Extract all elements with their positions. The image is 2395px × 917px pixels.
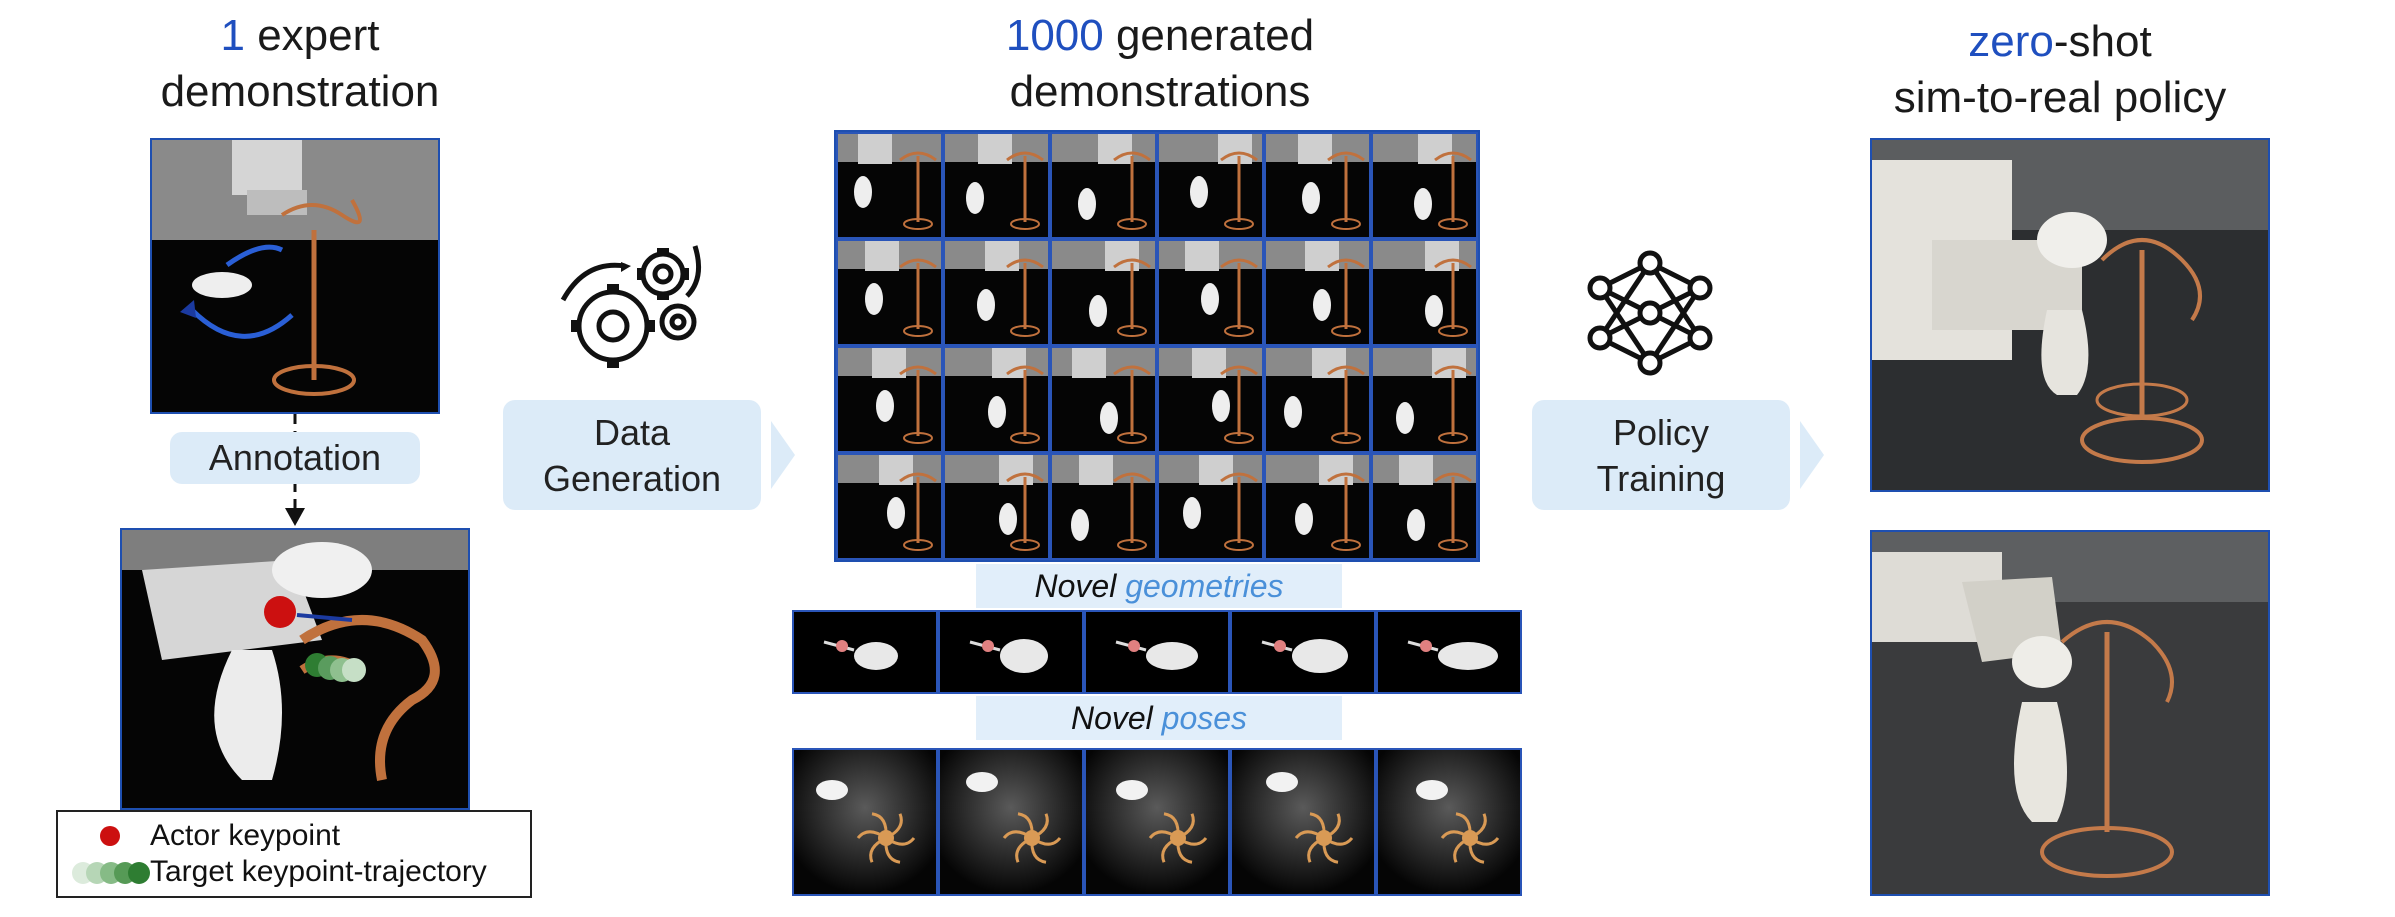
demo-thumbnail: [943, 239, 1050, 346]
policy-training-line2: Training: [1596, 458, 1726, 499]
policy-title-line2: sim-to-real policy: [1893, 73, 2227, 122]
annotation-label: Annotation: [170, 432, 420, 484]
demo-thumbnail: [836, 132, 943, 239]
legend: Actor keypoint Target keypoint-trajector…: [56, 810, 532, 898]
novel-geometry-thumbnail: [792, 610, 938, 694]
novel-geometries-row: [792, 610, 1522, 694]
policy-title-line1: -shot: [2053, 17, 2152, 66]
demo-thumbnail: [836, 346, 943, 453]
demo-thumbnail: [1050, 453, 1157, 560]
real-scene-2: [1872, 532, 2268, 894]
real-scene-1: [1872, 140, 2268, 490]
demo-thumbnail: [1157, 453, 1264, 560]
policy-training-line1: Policy: [1612, 412, 1710, 453]
novel-geometry-thumbnail: [1376, 610, 1522, 694]
real-policy-photo-2: [1870, 530, 2270, 896]
annotation-image: [120, 528, 470, 810]
novel-poses-banner: Novel poses: [976, 696, 1342, 740]
expert-demo-scene: [152, 140, 438, 412]
novel-pose-thumbnail: [792, 748, 938, 896]
expert-title: 1 expert demonstration: [110, 8, 490, 120]
novel-geometries-plain: Novel: [1034, 568, 1117, 604]
generated-demos-grid: [834, 130, 1480, 562]
demo-thumbnail: [1264, 453, 1371, 560]
demo-thumbnail: [1264, 132, 1371, 239]
demo-thumbnail: [1157, 132, 1264, 239]
demo-thumbnail: [1050, 239, 1157, 346]
demo-thumbnail: [1264, 239, 1371, 346]
expert-demo-image: [150, 138, 440, 414]
novel-pose-thumbnail: [1230, 748, 1376, 896]
expert-count: 1: [220, 11, 245, 60]
annotation-scene: [122, 530, 468, 808]
demo-thumbnail: [836, 239, 943, 346]
novel-geometry-thumbnail: [938, 610, 1084, 694]
data-generation-arrow: [771, 421, 795, 489]
trajectory-swatch-5: [128, 862, 150, 884]
demo-thumbnail: [1371, 132, 1478, 239]
policy-title: zero-shot sim-to-real policy: [1840, 14, 2280, 126]
gears-icon: [560, 245, 702, 368]
data-generation-line2: Generation: [542, 458, 722, 499]
actor-keypoint-swatch: [100, 826, 120, 846]
novel-pose-thumbnail: [1376, 748, 1522, 896]
novel-pose-thumbnail: [1084, 748, 1230, 896]
data-generation-line1: Data: [593, 412, 671, 453]
legend-target-label: Target keypoint-trajectory: [150, 855, 487, 888]
expert-title-line2: demonstration: [160, 67, 440, 116]
policy-training-arrow: [1800, 421, 1824, 489]
legend-actor-label: Actor keypoint: [150, 819, 341, 852]
demo-thumbnail: [1050, 346, 1157, 453]
actor-keypoint-dot: [264, 596, 296, 628]
novel-poses-row: [792, 748, 1522, 896]
demo-thumbnail: [1371, 239, 1478, 346]
expert-title-line1: expert: [244, 11, 380, 60]
policy-training-label: Policy Training: [1532, 400, 1790, 510]
demo-thumbnail: [943, 132, 1050, 239]
novel-poses-highlight: poses: [1161, 700, 1248, 736]
data-generation-label: Data Generation: [503, 400, 761, 510]
generated-title: 1000 generated demonstrations: [920, 8, 1400, 120]
demo-thumbnail: [1157, 239, 1264, 346]
generated-title-line1: generated: [1103, 11, 1315, 60]
novel-pose-thumbnail: [938, 748, 1084, 896]
novel-geometry-thumbnail: [1084, 610, 1230, 694]
novel-geometries-banner: Novel geometries: [976, 564, 1342, 608]
novel-poses-plain: Novel: [1070, 700, 1153, 736]
demo-thumbnail: [1371, 346, 1478, 453]
neural-network-icon: [1587, 250, 1713, 376]
demo-thumbnail: [943, 453, 1050, 560]
generated-count: 1000: [1005, 11, 1104, 60]
policy-title-lead: zero: [1968, 17, 2054, 66]
demo-thumbnail: [1371, 453, 1478, 560]
novel-geometries-highlight: geometries: [1125, 568, 1284, 604]
demo-thumbnail: [1264, 346, 1371, 453]
generated-title-line2: demonstrations: [1009, 67, 1311, 116]
demo-thumbnail: [1157, 346, 1264, 453]
demo-thumbnail: [836, 453, 943, 560]
demo-thumbnail: [943, 346, 1050, 453]
novel-geometry-thumbnail: [1230, 610, 1376, 694]
real-policy-photo-1: [1870, 138, 2270, 492]
demo-thumbnail: [1050, 132, 1157, 239]
annotation-arrow: [285, 414, 305, 526]
